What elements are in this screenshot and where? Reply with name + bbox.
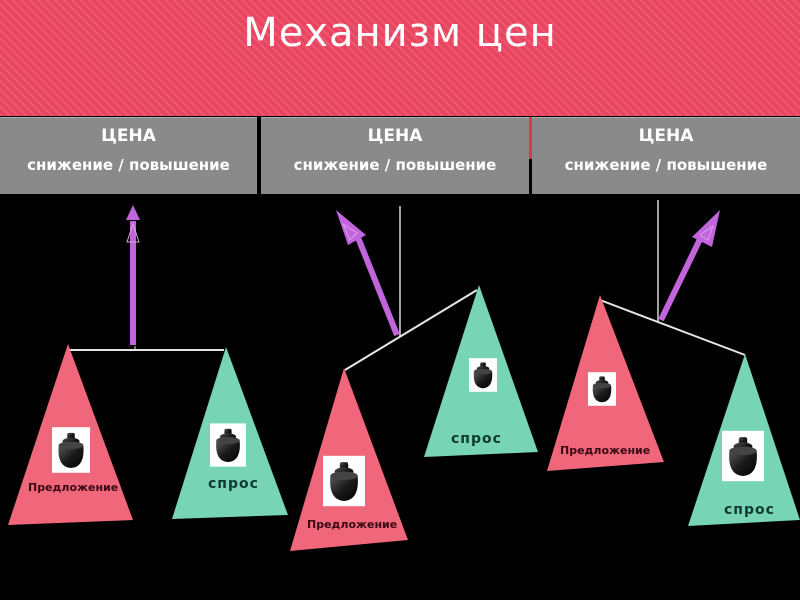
weight-icon [210, 423, 246, 466]
weight-icon [469, 358, 497, 392]
balance-scale-3 [547, 200, 800, 526]
demand-label: спрос [724, 502, 775, 518]
arrow-up-icon [126, 205, 140, 220]
price-arrow [661, 235, 702, 320]
demand-label: спрос [208, 476, 259, 492]
weight-icon [588, 372, 616, 406]
scale-beam [600, 300, 745, 355]
demand-label: спрос [451, 431, 502, 447]
balance-scale-2 [290, 206, 538, 551]
weight-icon [323, 456, 365, 506]
weight-icon [722, 431, 764, 481]
supply-label: Предложение [560, 444, 650, 457]
supply-label: Предложение [307, 518, 397, 531]
weight-icon [52, 427, 90, 473]
supply-label: Предложение [28, 481, 118, 494]
price-arrow [357, 235, 397, 335]
